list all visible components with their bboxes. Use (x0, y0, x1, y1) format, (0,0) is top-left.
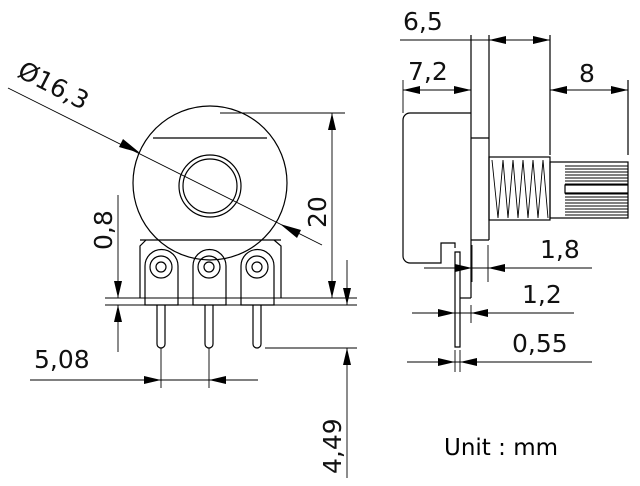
diameter-label: Ø16,3 (13, 56, 93, 116)
lugs (144, 248, 275, 349)
threaded-bushing (488, 156, 551, 221)
bracket-thickness-label: 1,2 (522, 280, 562, 309)
shaft-length-label: 8 (579, 59, 595, 88)
side-view: 6,5 7,2 8 1,8 1,2 0,55 (400, 7, 629, 372)
unit-label: Unit : mm (444, 435, 558, 461)
body-depth-label: 7,2 (408, 57, 448, 86)
height-dimension-label: 20 (303, 196, 332, 228)
pin-length-label: 4,49 (318, 418, 347, 474)
pin-thickness-label: 0,55 (512, 329, 568, 358)
flange-thickness-label: 1,8 (540, 235, 580, 264)
overall-depth-label: 6,5 (403, 7, 443, 36)
front-view: 20 0,8 5,08 4,49 Ø16,3 (7, 56, 357, 478)
pin-pitch-label: 5,08 (34, 345, 90, 374)
shaft (549, 35, 629, 219)
plate-thickness-label: 0,8 (89, 210, 118, 250)
